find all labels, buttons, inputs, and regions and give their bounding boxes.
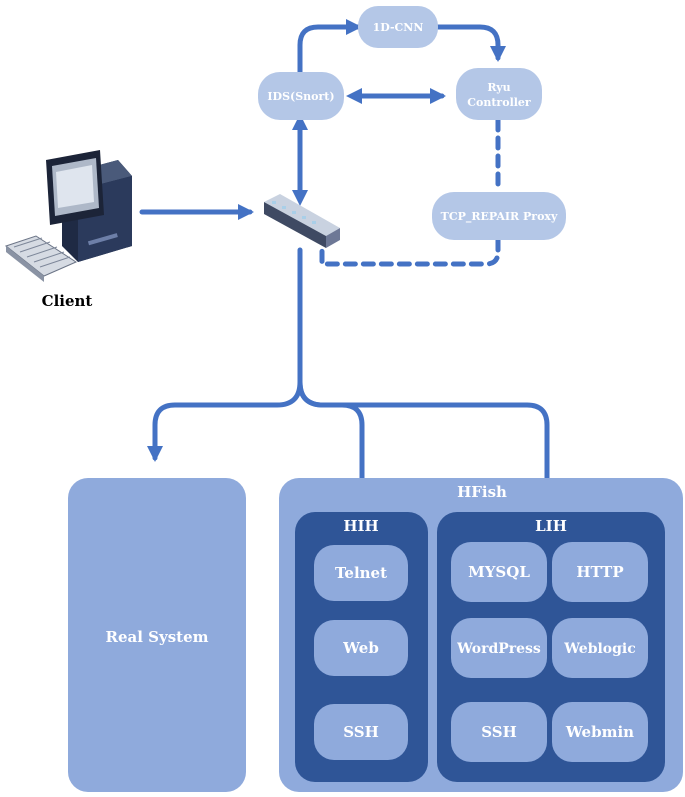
lih-label: LIH [535, 517, 567, 535]
lih-item-http: HTTP [552, 542, 648, 602]
lih-item-wordpress: WordPress [451, 618, 547, 678]
node-ids: IDS(Snort) [258, 72, 344, 120]
hih-item-label: SSH [343, 723, 379, 741]
lih-item-label: SSH [481, 723, 517, 741]
dashed-proxy-to-switch [319, 237, 501, 267]
hih-item-telnet: Telnet [314, 545, 408, 601]
hih-box: HIH Telnet Web SSH [295, 512, 428, 782]
lih-box: LIH MYSQL HTTP WordPress Weblogic SSH We… [437, 512, 665, 782]
client-computer: Client [4, 150, 132, 310]
hih-item-label: Web [342, 639, 379, 657]
real-system-label: Real System [106, 628, 209, 646]
lih-item-label: MYSQL [468, 563, 530, 581]
arrow-cnn-to-ryu [435, 24, 506, 62]
lih-item-label: WordPress [456, 641, 541, 657]
lih-item-weblogic: Weblogic [552, 618, 648, 678]
lih-item-label: Webmin [565, 723, 634, 741]
arrow-to-real-system [147, 379, 303, 462]
network-switch-icon [264, 194, 340, 248]
lih-item-mysql: MYSQL [451, 542, 547, 602]
lih-item-label: HTTP [576, 563, 623, 581]
desktop-computer-icon [4, 150, 132, 282]
lih-item-label: Weblogic [563, 641, 636, 657]
client-label: Client [42, 292, 93, 310]
node-1d-cnn: 1D-CNN [358, 6, 438, 48]
hfish-label: HFish [457, 483, 507, 501]
hih-item-web: Web [314, 620, 408, 676]
ids-label: IDS(Snort) [267, 90, 334, 103]
cnn-label: 1D-CNN [373, 21, 424, 34]
connectors [139, 19, 555, 498]
arrow-to-hih [297, 379, 370, 498]
node-tcp-repair-proxy: TCP_REPAIR Proxy [432, 192, 566, 240]
hih-label: HIH [343, 517, 378, 535]
arrow-to-lih [297, 379, 555, 498]
hih-item-label: Telnet [335, 564, 387, 582]
proxy-label: TCP_REPAIR Proxy [441, 210, 558, 224]
hih-item-ssh: SSH [314, 704, 408, 760]
ryu-label-line2: Controller [467, 96, 531, 109]
lih-item-webmin: Webmin [552, 702, 648, 762]
real-system-box: Real System [68, 478, 246, 792]
node-ryu-controller: Ryu Controller [456, 68, 542, 120]
ryu-label-line1: Ryu [487, 81, 510, 94]
arrow-ids-to-cnn [297, 19, 362, 77]
lih-item-ssh: SSH [451, 702, 547, 762]
